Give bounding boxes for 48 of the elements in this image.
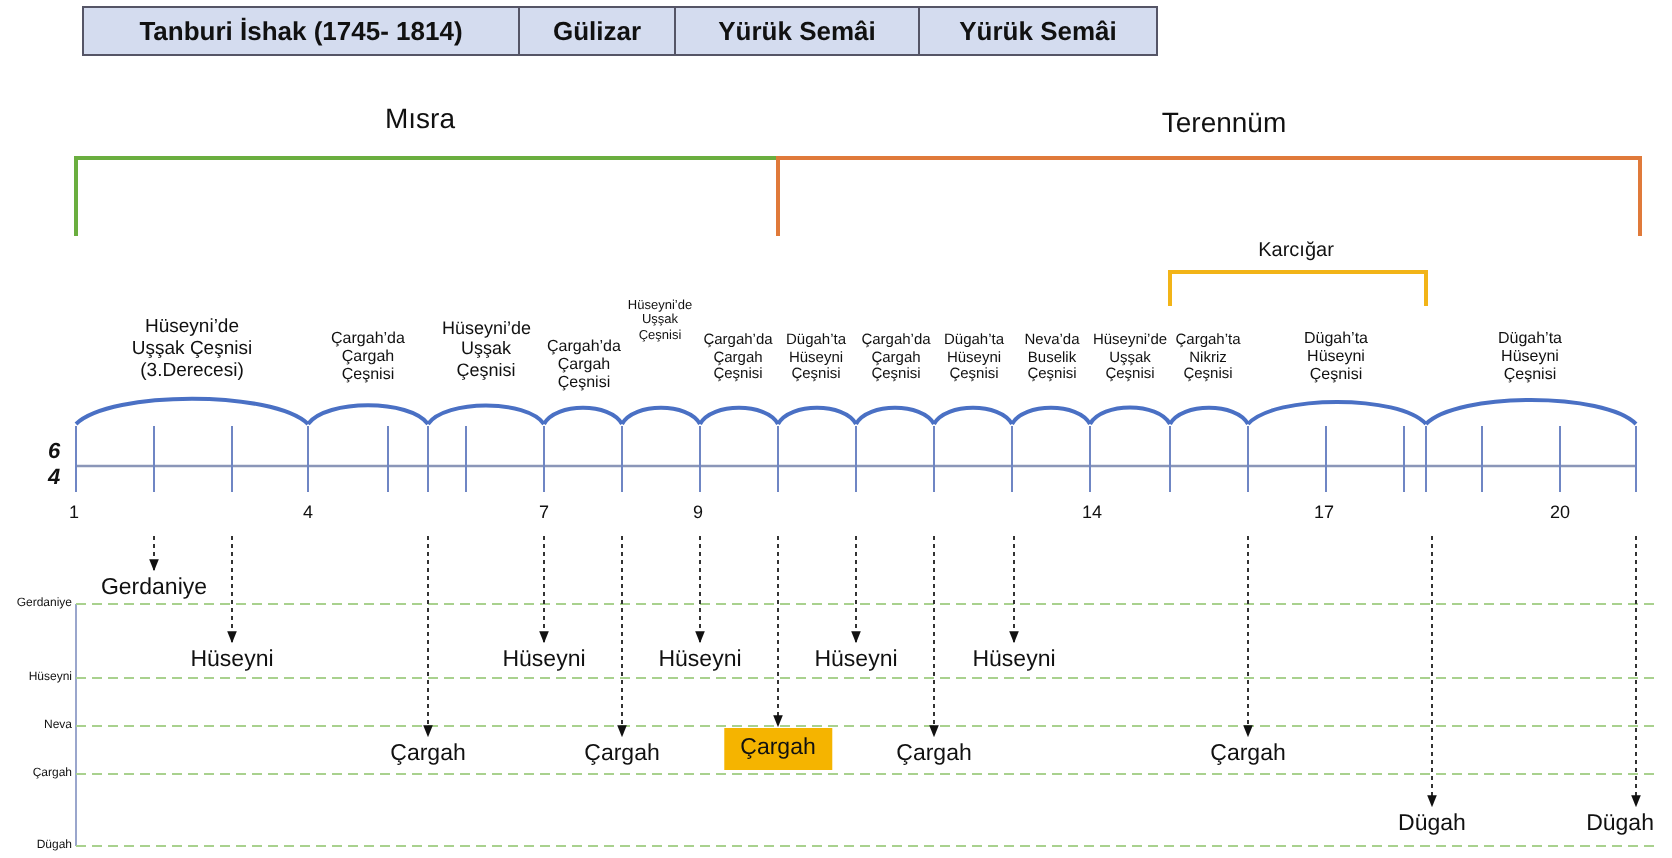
cesni-label: Dügah’ta Hüseyni Çeşnisi (1495, 328, 1565, 384)
note-label: Hüseyni (808, 644, 904, 678)
cesni-label: Hüseyni’de Uşşak Çeşnisi (3.Derecesi) (130, 318, 254, 384)
measure-number: 14 (1082, 504, 1102, 524)
highlighted-note-label: Çargah (724, 728, 832, 770)
arrow (423, 535, 433, 738)
measure-number: 1 (69, 504, 79, 524)
header-cell: Yürük Semâi (918, 6, 1158, 56)
header-cell: Yürük Semâi (674, 6, 920, 56)
measure-number: 4 (303, 504, 313, 524)
measure-number: 17 (1314, 504, 1334, 524)
arrow (1009, 535, 1019, 644)
cesni-label: Çargah’da Çargah Çeşnisi (329, 328, 407, 384)
arrow (695, 535, 705, 644)
note-label: Hüseyni (184, 644, 280, 678)
arrow (1631, 535, 1641, 808)
arrow (1243, 535, 1253, 738)
note-label: Çargah (578, 738, 666, 772)
note-label: Çargah (384, 738, 472, 772)
time-signature-number: 6 (48, 440, 61, 465)
arrow (1427, 535, 1437, 808)
section-label: Karcığar (1258, 240, 1334, 262)
arrow (149, 535, 159, 572)
note-label: Dügah (1392, 808, 1472, 842)
arrow (539, 535, 549, 644)
arrow (773, 535, 783, 728)
cesni-label: Dügah’ta Hüseyni Çeşnisi (1301, 328, 1371, 384)
note-label: Gerdaniye (94, 572, 214, 606)
arrow (227, 535, 237, 644)
cesni-label: Hüseyni’de Uşşak Çeşnisi (442, 317, 530, 380)
section-label: Terennüm (1161, 108, 1287, 139)
measure-number: 9 (693, 504, 703, 524)
note-label: Çargah (890, 738, 978, 772)
time-signature-number: 4 (48, 466, 61, 491)
measure-number: 7 (539, 504, 549, 524)
note-label: Hüseyni (966, 644, 1062, 678)
cesni-label: Çargah’da Çargah Çeşnisi (545, 336, 623, 392)
measure-number: 20 (1550, 504, 1570, 524)
section-label: Mısra (385, 104, 455, 135)
note-label: Dügah (1580, 808, 1660, 842)
note-label: Çargah (1204, 738, 1292, 772)
arrow (929, 535, 939, 738)
arrow (851, 535, 861, 644)
note-label: Hüseyni (496, 644, 592, 678)
arrow (617, 535, 627, 738)
header-cell: Tanburi İshak (1745- 1814) (82, 6, 520, 56)
note-label: Hüseyni (652, 644, 748, 678)
header-cell: Gülizar (518, 6, 676, 56)
